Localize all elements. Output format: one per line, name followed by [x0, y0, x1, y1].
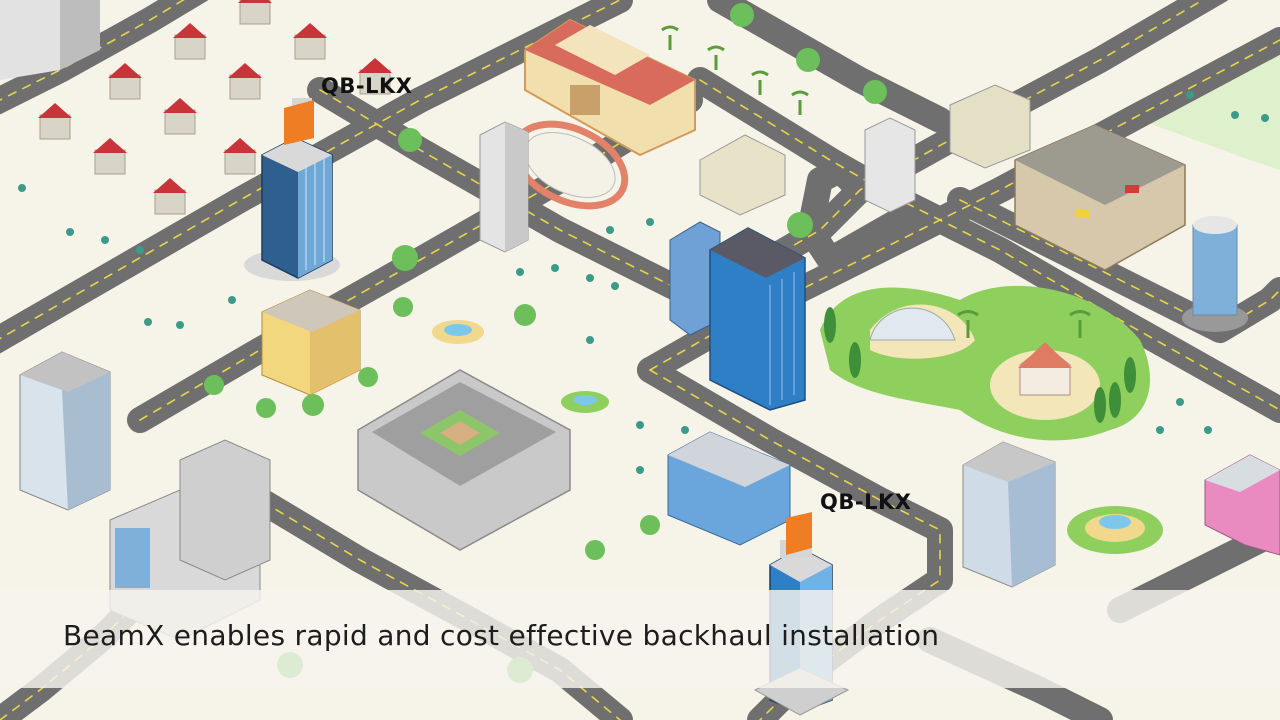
park-fountain-center — [432, 320, 609, 413]
building-top-left — [0, 0, 100, 80]
round-tower — [1182, 216, 1248, 332]
cell-tower-building-left — [244, 98, 340, 281]
tower-label-left: QB-LKX — [321, 74, 413, 98]
low-rise-blue — [667, 431, 791, 546]
caption-text: BeamX enables rapid and cost effective b… — [63, 619, 940, 652]
suburban-houses — [38, 0, 392, 215]
small-trees — [18, 91, 1269, 474]
palm-trees — [661, 25, 1091, 338]
caption-band — [0, 590, 1280, 688]
mid-rise-buildings — [479, 84, 1031, 253]
fountain-right — [1067, 506, 1163, 554]
antenna-panel-left — [284, 100, 314, 145]
apartment-yellow — [261, 289, 361, 396]
park — [820, 285, 1150, 441]
blue-office-tower — [669, 221, 806, 411]
school-building — [524, 18, 696, 157]
baseball-stadium — [357, 369, 571, 551]
shop-building-right — [1204, 454, 1280, 556]
office-building-left — [19, 351, 111, 511]
grey-tower-right — [962, 441, 1056, 588]
tower-label-bottom: QB-LKX — [820, 490, 912, 514]
parking-garage — [1014, 124, 1186, 271]
antenna-panel-bottom — [786, 512, 812, 555]
